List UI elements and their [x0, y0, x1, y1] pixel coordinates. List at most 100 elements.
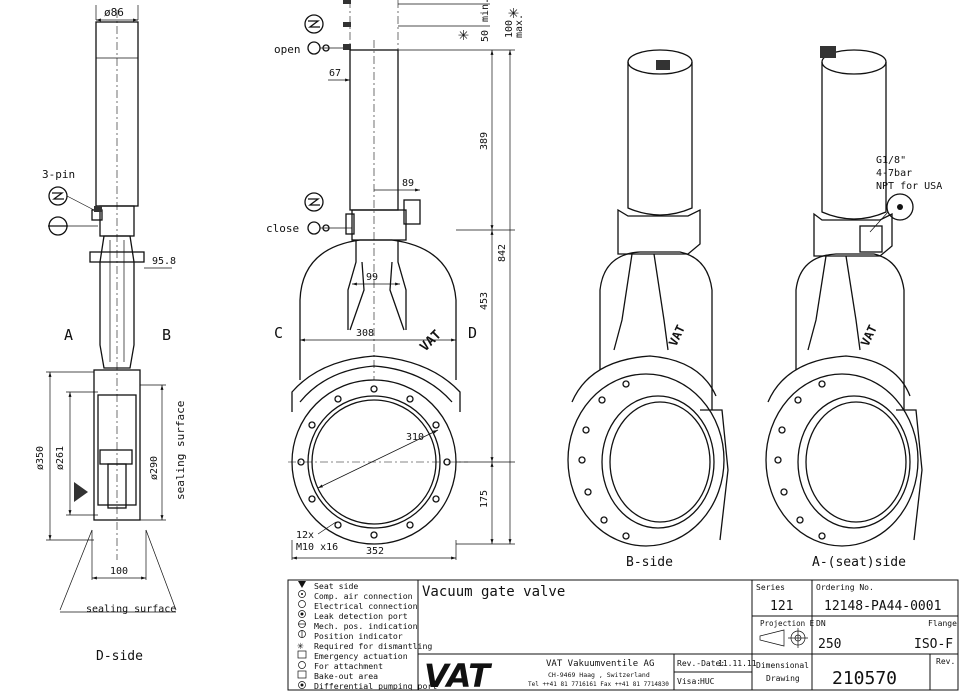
front-view: min. max. 50 100 ✳ ✳ open 67 89 close: [266, 0, 525, 560]
visa-label: Visa:: [677, 677, 701, 686]
leak-detection-icon: [298, 610, 306, 618]
label-open: open: [274, 43, 301, 56]
legend-item: Seat side: [314, 581, 358, 591]
ordering-label: Ordering No.: [816, 583, 874, 592]
dismantling-icon-2: ✳: [508, 2, 519, 23]
dn-value: 250: [818, 637, 841, 652]
dim-842: 842: [497, 244, 508, 262]
a-side-iso-view: VAT G1/8" 4-7bar NPT for USA A-(seat)sid…: [765, 46, 942, 570]
label-npt2: 4-7bar: [876, 168, 912, 179]
dim-d350: ø350: [35, 446, 46, 470]
bolt-holes-b: [578, 380, 630, 540]
electrical-icon-legend: [298, 600, 306, 608]
emergency-icon: [297, 650, 307, 659]
visa-value: HUC: [700, 677, 715, 686]
electrical-connection-icon-close: [304, 192, 324, 212]
series-value: 121: [770, 599, 793, 614]
body-logo-b: VAT: [666, 323, 688, 349]
air-connection-icon-close: [307, 221, 321, 235]
dim-d352: 352: [366, 546, 384, 557]
seat-side-icon: [298, 581, 306, 588]
label-npt3: NPT for USA: [876, 181, 942, 192]
dismantling-legend-icon: ✳: [297, 639, 304, 652]
dim-100b: 100: [504, 20, 515, 38]
air-connection-icon-legend: [298, 590, 306, 598]
rev-label: Rev.: [936, 657, 955, 666]
label-close: close: [266, 222, 299, 235]
label-a-side: A-(seat)side: [812, 555, 906, 570]
legend-item: Differential pumping port: [314, 681, 437, 691]
b-side-iso-view: VAT B-side: [567, 49, 729, 570]
air-connection-icon-open: [307, 41, 321, 55]
label-npt1: G1/8": [876, 155, 906, 166]
drawing-number: 210570: [832, 668, 897, 689]
label-b-side: B-side: [626, 555, 673, 570]
label-c: C: [274, 324, 283, 342]
legend-item: Emergency actuation: [314, 651, 408, 661]
projection-label: Projection E: [760, 619, 815, 628]
label-bolt: M10 x16: [296, 542, 338, 553]
dim-50: 50: [480, 30, 491, 42]
bake-out-icon: [297, 670, 307, 679]
body-logo-front: VAT: [417, 327, 444, 354]
company-name: VAT Vakuumventile AG: [546, 659, 654, 669]
diff-pump-icon: [298, 681, 306, 689]
air-connection-icon-a: [886, 193, 914, 221]
body-logo-a: VAT: [858, 323, 880, 349]
dim-d261: ø261: [55, 446, 66, 470]
legend-item: For attachment: [314, 661, 383, 671]
dim-308: 308: [356, 328, 374, 339]
legend-item: Electrical connection: [314, 601, 418, 611]
dim-453: 453: [479, 292, 490, 310]
legend: ✳ Seat side Comp. air connection Electri…: [287, 579, 437, 691]
dimensional-label: Dimensional: [756, 661, 809, 670]
dim-d86: ø86: [104, 6, 124, 19]
legend-item: Leak detection port: [314, 611, 408, 621]
label-a: A: [64, 326, 73, 344]
attachment-icon: [298, 661, 306, 669]
label-b: B: [162, 326, 171, 344]
title-block: Vacuum gate valve VAT VAT Vakuumventile …: [417, 579, 959, 691]
legend-item: Bake-out area: [314, 671, 378, 681]
series-label: Series: [756, 583, 785, 592]
drawing-label: Drawing: [766, 674, 800, 683]
rev-date: 11.11.11: [718, 659, 757, 668]
dim-958: 95.8: [152, 256, 176, 267]
legend-item: Comp. air connection: [314, 591, 413, 601]
bolt-holes: [297, 385, 451, 539]
label-sealing-surface-vertical: sealing surface: [174, 401, 187, 500]
electrical-connection-icon-open: [304, 14, 324, 34]
vat-logo: VAT: [424, 657, 492, 691]
label-holes: 12x: [296, 530, 314, 541]
projection-icon: [759, 629, 785, 647]
flange-value: ISO-F: [914, 637, 953, 652]
dim-max: max.: [514, 14, 525, 38]
company-tel: Tel ++41 81 7716161 Fax ++41 81 7714830: [528, 681, 669, 688]
dismantling-icon: ✳: [458, 24, 469, 45]
dim-d290: ø290: [149, 456, 160, 480]
bolt-holes-a: [774, 380, 826, 540]
dim-99: 99: [366, 272, 378, 283]
title-text: Vacuum gate valve: [422, 584, 565, 600]
dim-d100: 100: [110, 566, 128, 577]
dim-175: 175: [479, 490, 490, 508]
rev-date-label: Rev.-Date:: [677, 659, 725, 668]
legend-item: Required for dismantling: [314, 641, 432, 651]
dim-67: 67: [329, 68, 341, 79]
legend-item: Mech. pos. indication: [314, 621, 418, 631]
flange-label: Flange: [928, 619, 957, 628]
label-d: D: [468, 324, 477, 342]
dim-d310: 310: [406, 432, 424, 443]
legend-item: Position indicator: [314, 631, 403, 641]
label-sealing-surface: sealing surface: [86, 604, 176, 615]
label-3-pin: 3-pin: [42, 168, 75, 181]
d-side-view: ø86 95.8 A B ø350 ø261: [35, 5, 187, 664]
dim-89: 89: [402, 178, 414, 189]
dn-label: DN: [816, 619, 826, 628]
label-d-side: D-side: [96, 649, 143, 664]
company-address: CH-9469 Haag , Switzerland: [548, 671, 650, 679]
dim-389: 389: [479, 132, 490, 150]
dim-min: min.: [480, 0, 491, 22]
ordering-value: 12148-PA44-0001: [824, 599, 941, 614]
